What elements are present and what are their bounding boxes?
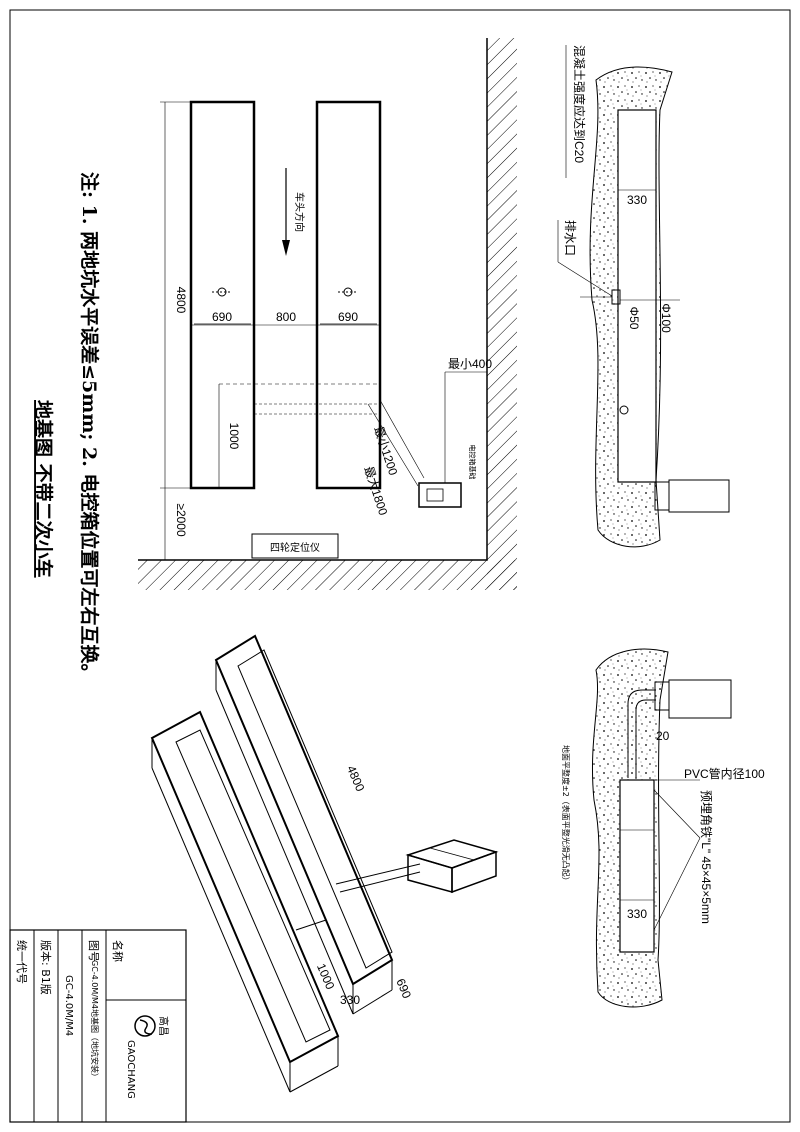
section-top: 330 Φ50 Φ100 混凝土强度应达到C20 排水口 bbox=[557, 45, 730, 548]
control-box-label: 电控箱基础 bbox=[468, 445, 477, 480]
section-bottom-330: 330 bbox=[627, 907, 647, 921]
aligner-box bbox=[251, 533, 339, 559]
wall-outline bbox=[138, 38, 488, 561]
plan-width-right: 690 bbox=[338, 310, 358, 324]
section-bottom-pvc: PVC管内径100 bbox=[684, 766, 765, 781]
brand-logo bbox=[134, 1015, 156, 1037]
pit-left bbox=[189, 100, 256, 490]
iso-dim-330: 330 bbox=[340, 993, 360, 1007]
page-border bbox=[9, 9, 791, 1123]
iso-dim-690: 690 bbox=[393, 976, 414, 1000]
title-version: 版本: B1版 bbox=[39, 940, 53, 995]
title-drawing-no-label: 图号 bbox=[87, 940, 100, 962]
section-bottom-floor-note: 地面平整度±2（表面平整光滑无凸起） bbox=[561, 745, 571, 885]
section-top-dia100: Φ100 bbox=[659, 303, 673, 333]
title-block: 统一代号 版本: B1版 GC-4.0M/M4 图号 GC-4.0M/M4地基图… bbox=[9, 929, 187, 1123]
plan-dim-1000: 1000 bbox=[227, 423, 241, 450]
title-name-value: GC-4.0M/M4地基图（地坑安装） bbox=[90, 960, 100, 1081]
plan-min-400: 最小400 bbox=[448, 357, 492, 371]
section-bottom: 20 PVC管内径100 预埋角铁"L" 45×45×5mm 330 地面平整度… bbox=[561, 648, 765, 1008]
brand-cn: 高昌 bbox=[157, 1016, 170, 1036]
note-line-1: 注: 1. 两地坑水平误差≤5mm; 2. 电控箱位置可左右互换。 bbox=[78, 172, 101, 683]
section-top-330: 330 bbox=[627, 193, 647, 207]
section-bottom-pit bbox=[619, 779, 655, 953]
drive-direction-label: 车头方向 bbox=[293, 192, 306, 232]
pit-right bbox=[315, 100, 382, 490]
plan-dim-2000: ≥2000 bbox=[174, 503, 188, 537]
iso-view: 4800 1000 330 690 bbox=[150, 634, 499, 1093]
wall-bottom-hatch bbox=[138, 560, 517, 590]
title-unified-code: 统一代号 bbox=[15, 940, 28, 984]
section-bottom-20: 20 bbox=[656, 729, 670, 743]
section-top-dia50: Φ50 bbox=[627, 307, 641, 330]
control-box bbox=[418, 482, 462, 508]
title-name-label: 名称 bbox=[111, 940, 125, 962]
note-line-2: 地基图 不带二次小车 bbox=[32, 400, 55, 578]
plan-length-dim: 4800 bbox=[174, 287, 188, 314]
section-top-pit bbox=[617, 109, 657, 483]
plan-width-left: 690 bbox=[212, 310, 232, 324]
title-drawing-no-value: GC-4.0M/M4 bbox=[63, 975, 74, 1036]
plan-view: 4800 690 800 690 车头方向 1000 ≥2000 电控箱基础 最… bbox=[138, 38, 517, 590]
section-bottom-angle-iron: 预埋角铁"L" 45×45×5mm bbox=[699, 790, 713, 924]
aligner-label: 四轮定位仪 bbox=[270, 541, 320, 554]
plan-gap: 800 bbox=[276, 310, 296, 324]
wall-right-hatch bbox=[487, 38, 517, 590]
brand-name: GAOCHANG bbox=[125, 1040, 136, 1099]
iso-length: 4800 bbox=[344, 763, 367, 793]
section-top-concrete-label: 混凝土强度应达到C20 bbox=[572, 45, 587, 163]
section-top-drain-label: 排水口 bbox=[563, 220, 577, 256]
